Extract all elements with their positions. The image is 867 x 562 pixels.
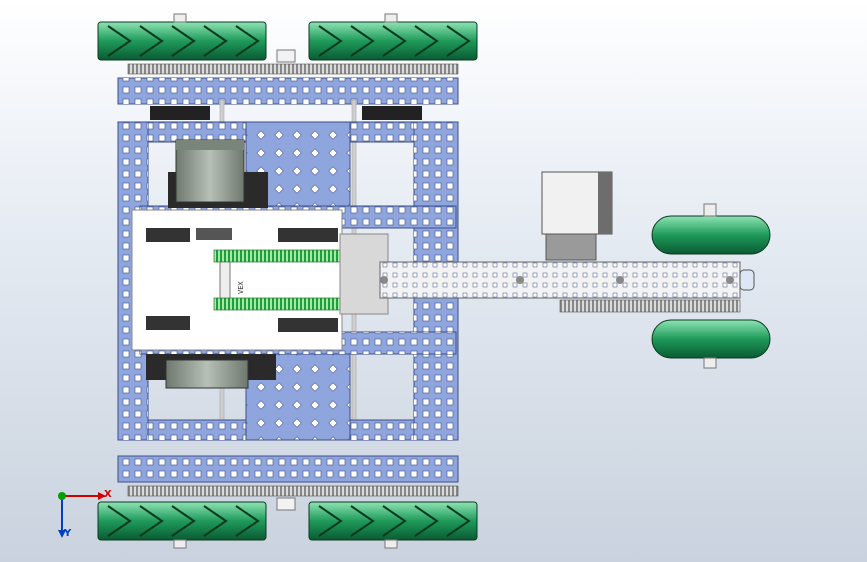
axis-arrows (58, 492, 106, 538)
wheel-right-top (651, 203, 771, 255)
rail-top (117, 77, 459, 105)
bearing-block (150, 106, 210, 120)
x-axis-label: X (104, 489, 112, 500)
wheel-right-bottom (651, 319, 771, 369)
board-label: VEX (237, 281, 245, 294)
wheel-bottom-right (308, 501, 478, 549)
arm-beam (379, 261, 741, 299)
coordinate-triad: X Y (40, 480, 120, 550)
wheel-top-left (97, 13, 267, 61)
gear-strip-top (127, 63, 459, 75)
bearing-block (362, 106, 422, 120)
motor-bottom (146, 354, 276, 389)
control-board: VEX (131, 209, 343, 351)
spacer (276, 497, 296, 511)
motor-top (168, 139, 268, 208)
spacer (276, 49, 296, 63)
gear-strip-bottom (127, 485, 459, 497)
arm-motor (541, 171, 613, 261)
arm-tip-clip (739, 269, 755, 291)
arm-gear-strip (559, 299, 741, 313)
wheel-top-right (308, 13, 478, 61)
wheel-bottom-left (97, 501, 267, 549)
y-axis-label: Y (64, 528, 72, 539)
rail-bottom (117, 455, 459, 483)
